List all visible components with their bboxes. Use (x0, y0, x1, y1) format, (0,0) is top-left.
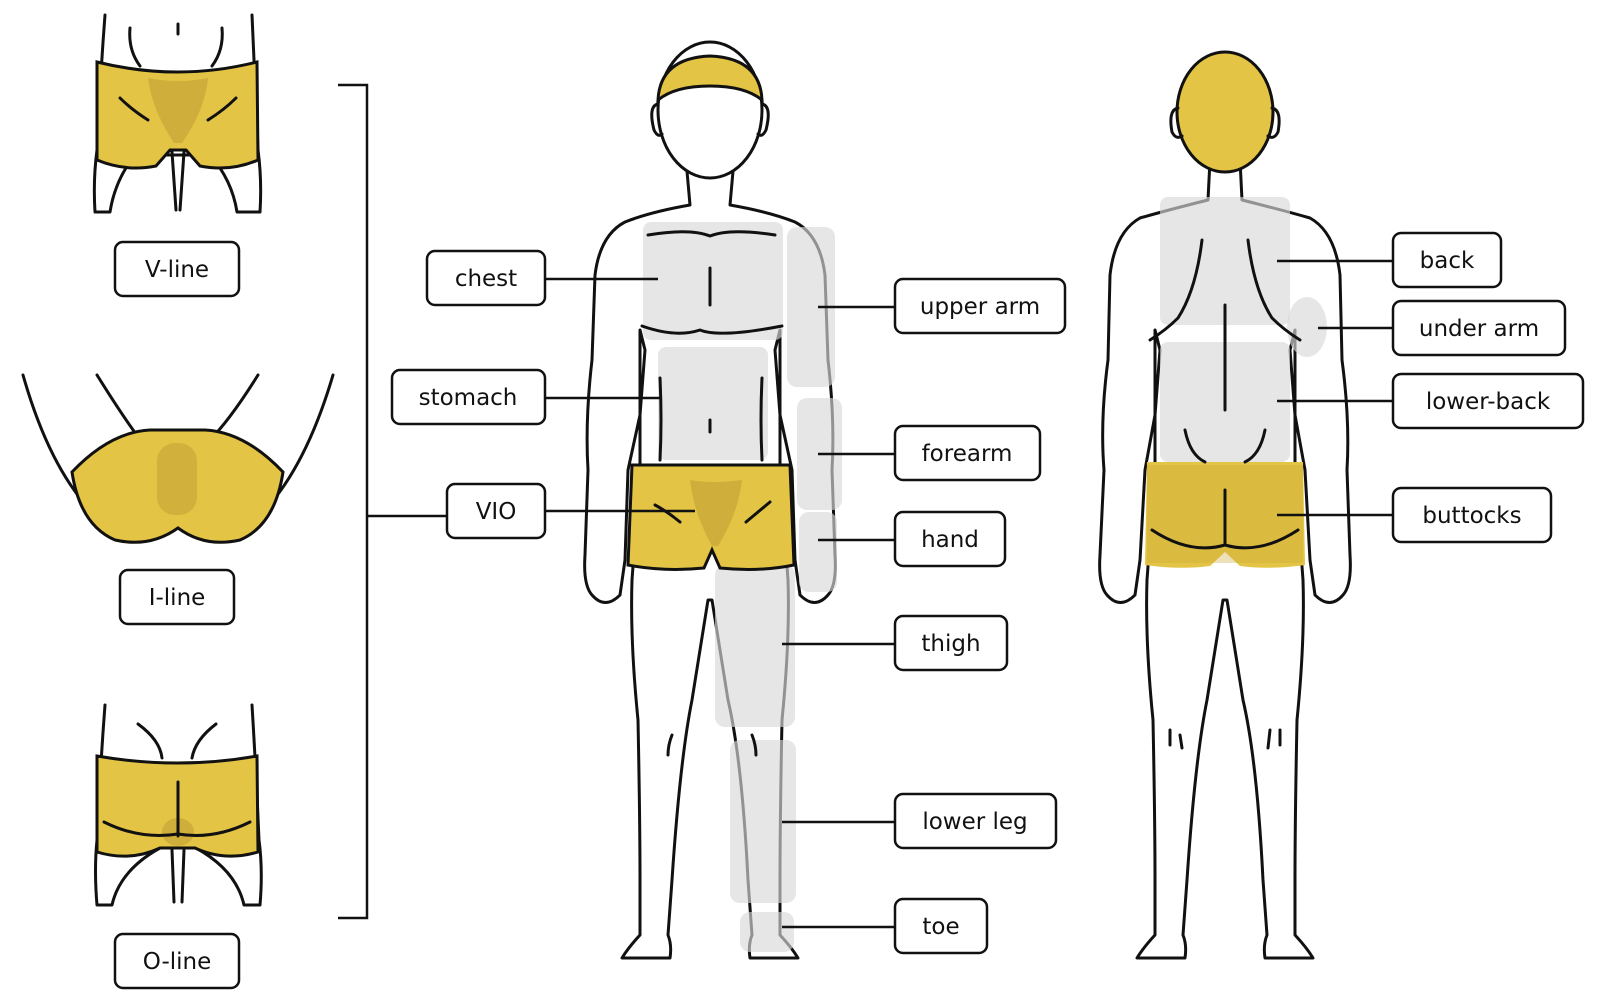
vio-label: VIO (476, 499, 517, 525)
buttocks-label: buttocks (1422, 503, 1521, 529)
upper-arm-callout: upper arm (818, 277, 1067, 335)
hand-callout: hand (818, 510, 1007, 568)
lower-leg-callout: lower leg (782, 792, 1058, 850)
stomach-callout: stomach (390, 368, 660, 426)
lower-back-label: lower-back (1426, 389, 1551, 415)
toe-label: toe (922, 914, 959, 940)
v-line-illustration (92, 13, 263, 214)
under-arm-zone (1287, 297, 1327, 357)
thigh-label: thigh (921, 631, 980, 657)
o-line-label-box: O-line (113, 932, 241, 990)
o-line-label: O-line (143, 949, 212, 975)
v-line-label: V-line (145, 257, 209, 283)
chest-label: chest (455, 266, 517, 292)
chest-callout: chest (425, 249, 658, 307)
under-arm-callout: under arm (1318, 299, 1567, 357)
hand-zone (799, 512, 837, 592)
back-callout: back (1277, 231, 1503, 289)
back-figure (1098, 50, 1352, 960)
lower-back-callout: lower-back (1277, 372, 1585, 430)
forearm-callout: forearm (818, 424, 1042, 482)
lower-leg-label: lower leg (922, 809, 1027, 835)
back-label: back (1420, 248, 1475, 274)
v-line-label-box: V-line (113, 240, 241, 298)
upper-arm-label: upper arm (920, 294, 1040, 320)
i-line-illustration (21, 373, 335, 544)
buttocks-callout: buttocks (1277, 486, 1553, 544)
thigh-callout: thigh (782, 614, 1009, 672)
stomach-label: stomach (419, 385, 518, 411)
vio-bracket (338, 83, 447, 920)
toe-callout: toe (782, 897, 989, 955)
forearm-label: forearm (922, 441, 1013, 467)
i-line-label: I-line (149, 585, 206, 611)
chest-zone (643, 222, 783, 340)
upper-arm-zone (787, 227, 835, 387)
thigh-zone (715, 565, 795, 727)
toe-zone (740, 912, 794, 952)
i-line-label-box: I-line (118, 568, 236, 626)
front-figure (583, 40, 842, 960)
lower-leg-zone (730, 740, 796, 903)
o-line-illustration (94, 703, 263, 907)
stomach-zone (658, 347, 768, 460)
under-arm-label: under arm (1419, 316, 1539, 342)
vio-callout: VIO (445, 482, 695, 540)
hand-label: hand (921, 527, 979, 553)
back-zone (1160, 197, 1290, 325)
